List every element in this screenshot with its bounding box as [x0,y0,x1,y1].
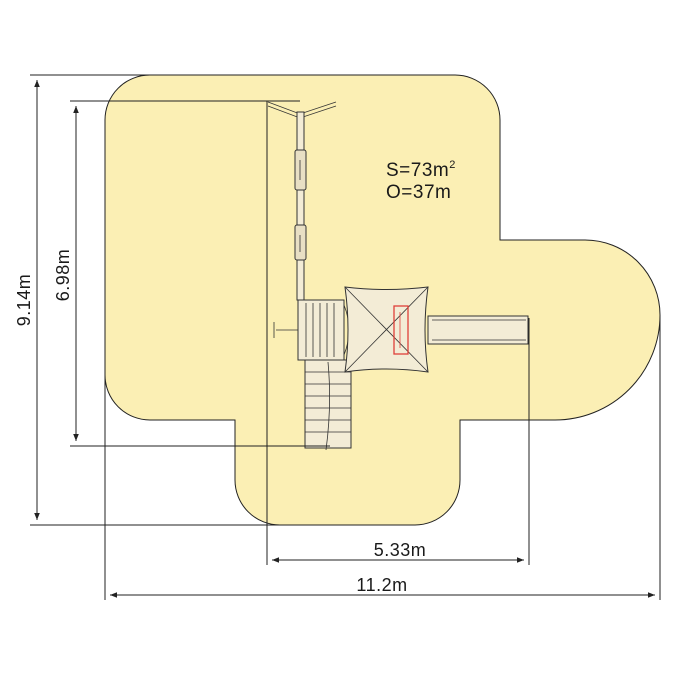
dimension-total-height: 9.14m [14,74,280,526]
slide [427,315,529,345]
dimension-total-width: 11.2m [104,315,661,600]
dimension-structure-height: 6.98m [53,100,330,447]
area-label: S=73m2 [386,159,456,181]
area-perimeter-info: S=73m2 O=37m [386,159,456,203]
label-total-height: 9.14m [14,274,34,327]
label-structure-width: 5.33m [374,540,427,560]
playground-structure [267,101,529,451]
climbing-pole [267,101,337,301]
roofed-tower [344,286,429,373]
climbing-ramp [304,359,352,451]
tower-ladder-highlight [393,305,409,355]
perimeter-label: O=37m [386,182,451,203]
label-total-width: 11.2m [356,575,407,595]
platform-deck [273,299,350,361]
dimension-structure-width: 5.33m [266,101,530,565]
label-structure-height: 6.98m [53,249,73,302]
